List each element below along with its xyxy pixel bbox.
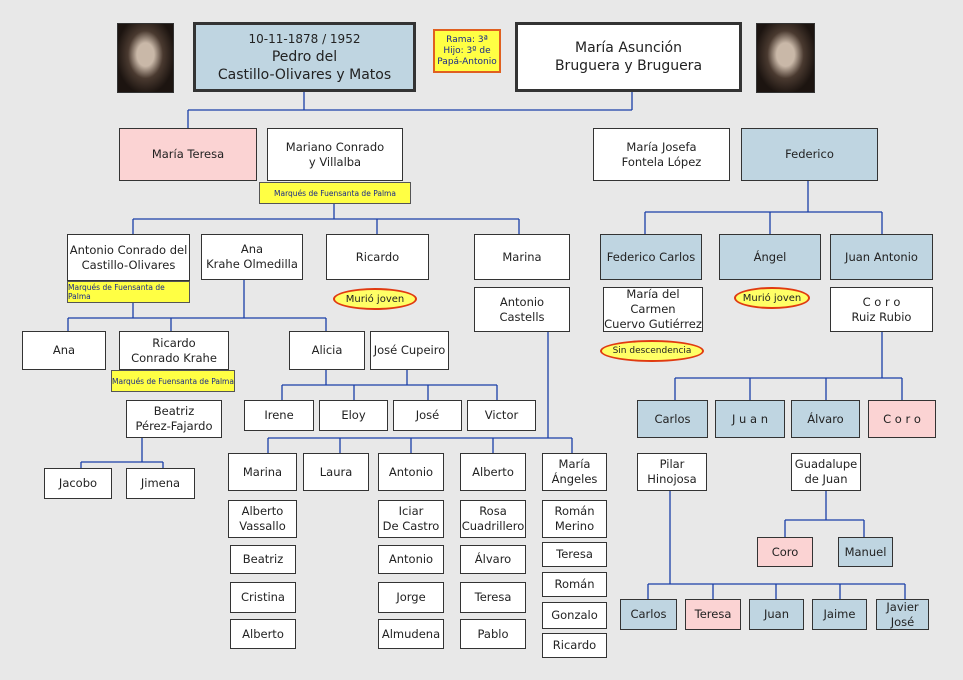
person[interactable]: Carlos <box>620 599 677 630</box>
person[interactable]: J u a n <box>715 400 785 438</box>
person[interactable]: Ángel <box>719 234 821 280</box>
person-pedro[interactable]: 10-11-1878 / 1952 Pedro del Castillo-Oli… <box>193 22 416 92</box>
person[interactable]: Coro <box>757 537 813 567</box>
person[interactable]: Manuel <box>838 537 893 567</box>
person[interactable]: Federico Carlos <box>600 234 702 280</box>
person[interactable]: Juan Antonio <box>830 234 933 280</box>
person[interactable]: Pilar Hinojosa <box>637 453 707 491</box>
person[interactable]: Ricardo <box>326 234 429 280</box>
person[interactable]: Teresa <box>542 542 607 567</box>
person[interactable]: Jaime <box>812 599 867 630</box>
person[interactable]: Irene <box>244 400 314 431</box>
person[interactable]: Iciar De Castro <box>378 500 444 538</box>
person[interactable]: C o r o <box>868 400 936 438</box>
title-badge: Marqués de Fuensanta de Palma <box>111 370 235 392</box>
person[interactable]: María Teresa <box>119 128 257 181</box>
person[interactable]: Antonio <box>378 453 444 491</box>
name: Pedro del Castillo-Olivares y Matos <box>217 49 392 83</box>
person[interactable]: Mariano Conrado y Villalba <box>267 128 403 181</box>
person[interactable]: Juan <box>749 599 804 630</box>
person[interactable]: Victor <box>467 400 536 431</box>
person[interactable]: María Josefa Fontela López <box>593 128 730 181</box>
person[interactable]: C o r o Ruiz Rubio <box>830 287 933 332</box>
person[interactable]: Antonio Castells <box>474 287 570 332</box>
person[interactable]: Jacobo <box>44 468 112 499</box>
no-descendants-badge: Sin descendencia <box>600 340 704 362</box>
person[interactable]: Marina <box>228 453 297 491</box>
title-badge: Marqués de Fuensanta de Palma <box>67 281 190 303</box>
person[interactable]: Román Merino <box>542 500 607 538</box>
person[interactable]: José <box>393 400 462 431</box>
person[interactable]: Alicia <box>289 331 365 370</box>
person[interactable]: Antonio <box>378 545 444 574</box>
person[interactable]: Álvaro <box>791 400 860 438</box>
person[interactable]: María del Carmen Cuervo Gutiérrez <box>603 287 703 332</box>
person[interactable]: Alberto <box>460 453 526 491</box>
photo-maria-asuncion <box>756 23 815 93</box>
person[interactable]: Ana Krahe Olmedilla <box>201 234 303 280</box>
person[interactable]: Jimena <box>126 468 195 499</box>
person[interactable]: Marina <box>474 234 570 280</box>
title-badge: Marqués de Fuensanta de Palma <box>259 182 411 204</box>
person-maria-asuncion[interactable]: María Asunción Bruguera y Bruguera <box>515 22 742 92</box>
photo-pedro <box>117 23 174 93</box>
died-young-badge: Murió joven <box>333 288 417 310</box>
person[interactable]: Javier José <box>876 599 929 630</box>
person[interactable]: Alberto Vassallo <box>228 500 297 538</box>
person[interactable]: Carlos <box>637 400 708 438</box>
person[interactable]: Almudena <box>378 619 444 649</box>
person[interactable]: Alberto <box>230 619 296 649</box>
person[interactable]: Eloy <box>319 400 388 431</box>
person[interactable]: Guadalupe de Juan <box>791 453 861 491</box>
person[interactable]: José Cupeiro <box>370 331 449 370</box>
person[interactable]: Teresa <box>460 582 526 613</box>
person[interactable]: Gonzalo <box>542 602 607 629</box>
person[interactable]: Federico <box>741 128 878 181</box>
person[interactable]: Cristina <box>230 582 296 613</box>
person[interactable]: Beatriz Pérez-Fajardo <box>126 400 222 438</box>
person[interactable]: Ricardo <box>542 633 607 658</box>
person[interactable]: Román <box>542 572 607 597</box>
person[interactable]: Antonio Conrado del Castillo-Olivares <box>67 234 190 281</box>
person[interactable]: Ricardo Conrado Krahe <box>119 331 229 370</box>
person[interactable]: Rosa Cuadrillero <box>460 500 526 538</box>
person[interactable]: Ana <box>22 331 106 370</box>
dates: 10-11-1878 / 1952 <box>248 32 361 46</box>
person[interactable]: Beatriz <box>230 545 296 574</box>
person[interactable]: Jorge <box>378 582 444 613</box>
branch-note: Rama: 3ª Hijo: 3º de Papá-Antonio <box>433 29 501 73</box>
person[interactable]: Laura <box>303 453 369 491</box>
person[interactable]: Teresa <box>685 599 741 630</box>
person[interactable]: Pablo <box>460 619 526 649</box>
person[interactable]: María Ángeles <box>542 453 607 491</box>
died-young-badge: Murió joven <box>734 287 810 309</box>
person[interactable]: Álvaro <box>460 545 526 574</box>
